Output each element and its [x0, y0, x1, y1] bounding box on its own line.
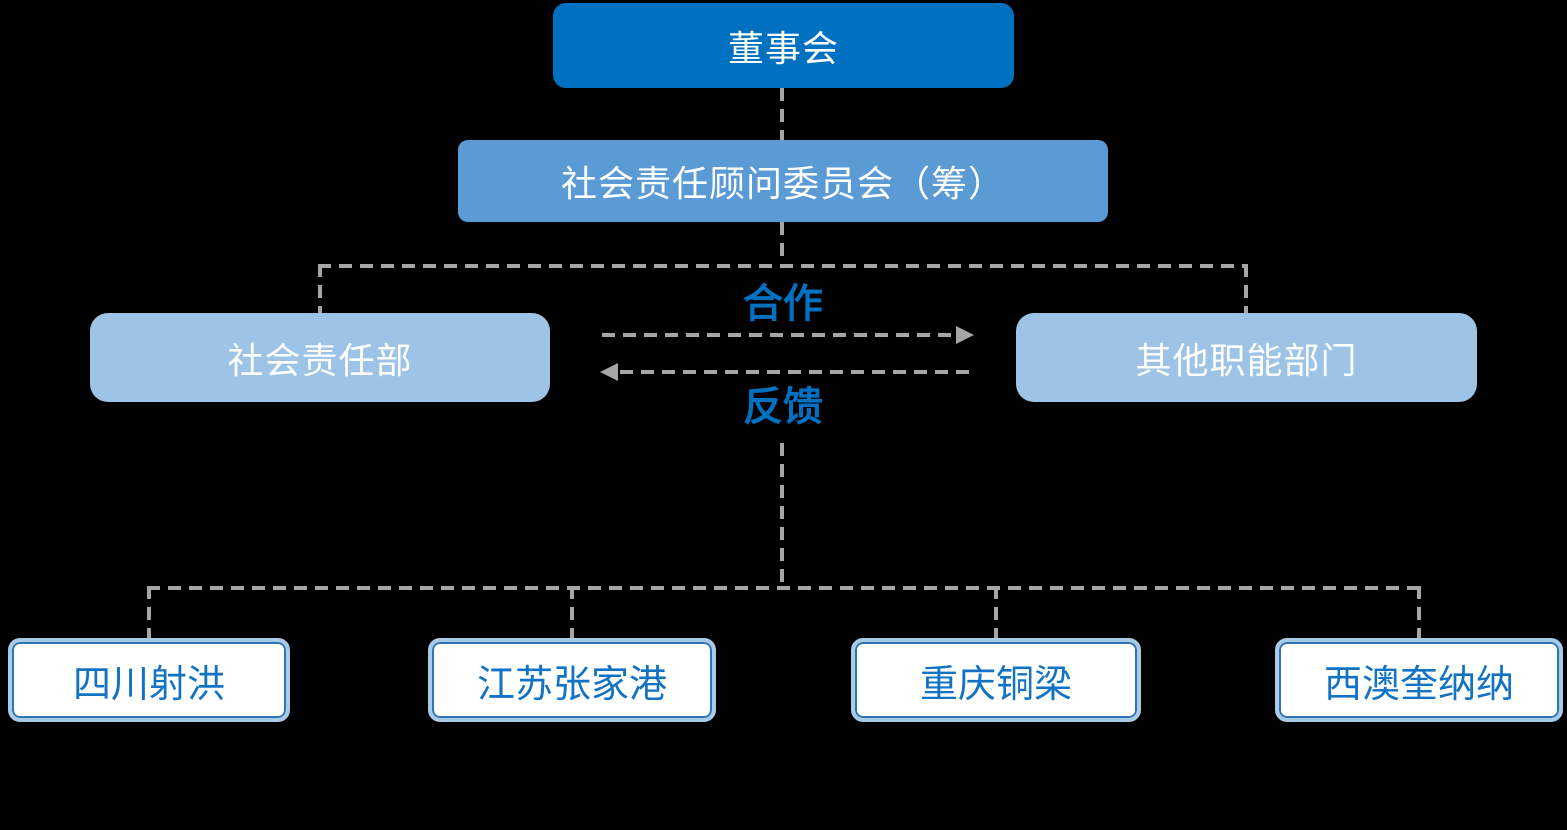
site-node: 重庆铜梁 — [851, 638, 1141, 722]
branch-bottom-stub-3 — [994, 586, 998, 638]
site-node: 西澳奎纳纳 — [1275, 638, 1563, 722]
node-committee: 社会责任顾问委员会（筹） — [458, 140, 1108, 222]
branch-top-stub-left — [318, 264, 322, 313]
node-other-departments: 其他职能部门 — [1016, 313, 1477, 402]
site-node: 四川射洪 — [8, 638, 290, 722]
node-csr-department: 社会责任部 — [90, 313, 550, 402]
site-node: 江苏张家港 — [428, 638, 716, 722]
branch-bottom-stub-1 — [147, 586, 151, 638]
feedback-arrow-line — [620, 370, 975, 374]
branch-top-horizontal — [318, 264, 1248, 268]
branch-bottom-horizontal — [147, 586, 1421, 590]
cooperation-arrowhead-right-icon — [956, 326, 974, 344]
branch-bottom-stub-4 — [1417, 586, 1421, 638]
feedback-label: 反馈 — [743, 385, 823, 429]
branch-bottom-stub-2 — [570, 586, 574, 638]
cooperation-label: 合作 — [743, 282, 823, 326]
cooperation-arrow-line — [602, 333, 958, 337]
feedback-arrowhead-left-icon — [600, 363, 618, 381]
connector-center-vertical — [780, 443, 784, 588]
connector-committee-branch — [780, 222, 784, 266]
node-board: 董事会 — [553, 3, 1014, 88]
connector-board-committee — [780, 88, 784, 140]
branch-top-stub-right — [1244, 264, 1248, 313]
